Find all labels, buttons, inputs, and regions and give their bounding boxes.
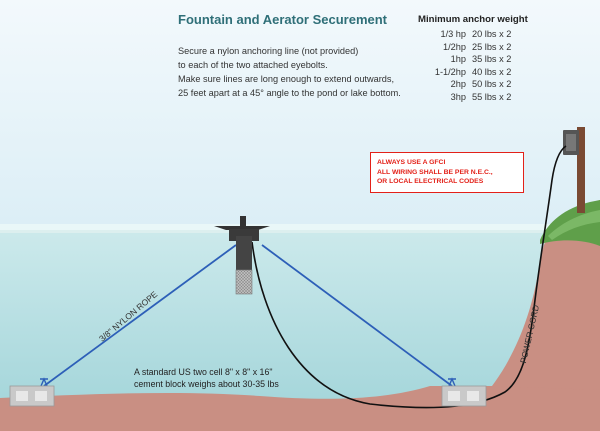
block-note-line: A standard US two cell 8" x 8" x 16" bbox=[134, 367, 273, 377]
fountain-float-icon bbox=[214, 216, 270, 295]
table-row: 1/3 hp 20 lbs x 2 bbox=[418, 28, 511, 41]
instructions-text: Secure a nylon anchoring line (not provi… bbox=[178, 44, 401, 100]
left-rope-clip-icon bbox=[40, 377, 48, 387]
weight-cell: 40 lbs x 2 bbox=[472, 66, 512, 77]
warning-line: OR LOCAL ELECTRICAL CODES bbox=[377, 178, 484, 186]
grass-highlight bbox=[548, 210, 600, 240]
table-row: 1-1/2hp 40 lbs x 2 bbox=[418, 66, 512, 79]
left-anchor-block-icon bbox=[9, 385, 55, 407]
table-row: 2hp 50 lbs x 2 bbox=[418, 78, 512, 91]
weight-cell: 25 lbs x 2 bbox=[472, 41, 512, 52]
hp-cell: 1hp bbox=[450, 54, 466, 65]
table-row: 3hp 55 lbs x 2 bbox=[418, 91, 512, 104]
warning-line: ALL WIRING SHALL BE PER N.E.C., bbox=[377, 168, 493, 176]
right-anchor-block-icon bbox=[441, 385, 487, 407]
sky-background bbox=[0, 0, 600, 232]
wooden-post bbox=[577, 127, 585, 213]
warning-line: ALWAYS USE A GFCI bbox=[377, 159, 446, 166]
weight-cell: 35 lbs x 2 bbox=[472, 54, 512, 65]
cement-block-note: A standard US two cell 8" x 8" x 16" cem… bbox=[134, 366, 279, 390]
gfci-warning-box: ALWAYS USE A GFCI ALL WIRING SHALL BE PE… bbox=[370, 152, 524, 193]
hp-cell: 2hp bbox=[450, 79, 466, 90]
instruction-line: to each of the two attached eyebolts. bbox=[178, 60, 328, 70]
outlet-box-icon bbox=[563, 130, 579, 155]
left-rope-line bbox=[43, 244, 237, 387]
shore-bank bbox=[492, 200, 600, 390]
anchor-weight-table: 1/3 hp 20 lbs x 2 1/2hp 25 lbs x 2 1hp 35 l… bbox=[418, 28, 512, 104]
instruction-line: Secure a nylon anchoring line (not provi… bbox=[178, 46, 359, 56]
hp-cell: 1-1/2hp bbox=[434, 66, 466, 77]
table-row: 1hp 35 lbs x 2 bbox=[418, 53, 512, 66]
anchor-weight-title: Minimum anchor weight bbox=[418, 14, 528, 25]
instruction-line: 25 feet apart at a 45° angle to the pond… bbox=[178, 88, 401, 98]
block-note-line: cement block weighs about 30-35 lbs bbox=[134, 379, 279, 389]
water-shimmer bbox=[0, 230, 600, 233]
hp-cell: 1/2hp bbox=[443, 41, 466, 52]
hp-cell: 3hp bbox=[450, 91, 466, 102]
table-row: 1/2hp 25 lbs x 2 bbox=[418, 41, 511, 54]
instruction-line: Make sure lines are long enough to exten… bbox=[178, 74, 395, 84]
page-title: Fountain and Aerator Securement bbox=[178, 12, 387, 27]
power-cord-line bbox=[251, 145, 567, 409]
weight-cell: 50 lbs x 2 bbox=[472, 79, 512, 90]
weight-cell: 20 lbs x 2 bbox=[472, 29, 512, 39]
hp-cell: 1/3 hp bbox=[440, 29, 466, 39]
water-surface-line bbox=[0, 224, 600, 230]
weight-cell: 55 lbs x 2 bbox=[472, 91, 512, 102]
right-rope-clip-icon bbox=[448, 377, 456, 387]
right-rope-line bbox=[261, 244, 453, 387]
